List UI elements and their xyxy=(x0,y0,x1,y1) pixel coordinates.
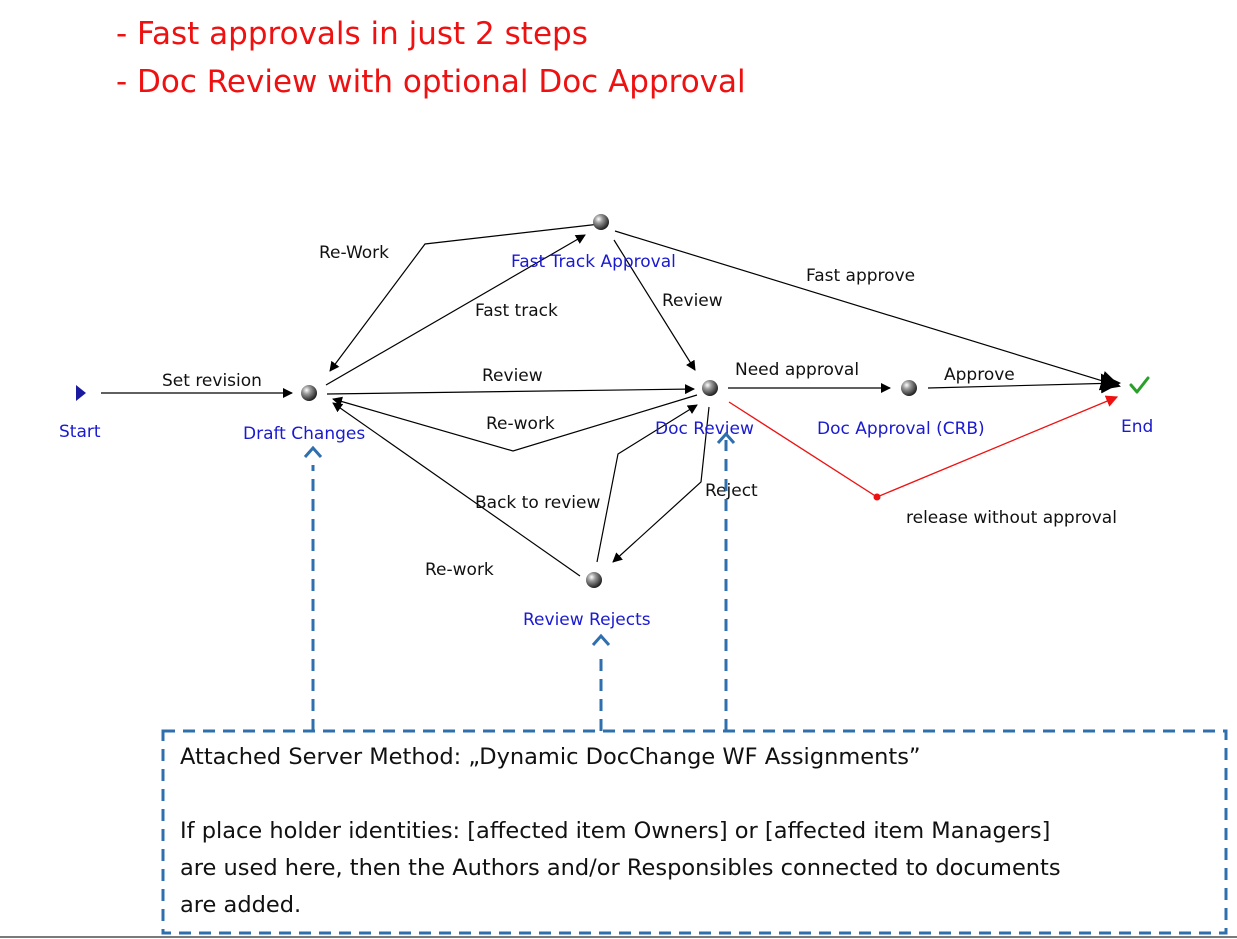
node-label-doc-approval: Doc Approval (CRB) xyxy=(817,419,985,439)
callout-box xyxy=(161,729,1228,935)
node-review-rejects xyxy=(586,572,602,588)
edge-label-release-without-approval: release without approval xyxy=(906,508,1117,528)
bottom-divider xyxy=(0,936,1237,938)
node-fast-track-approval xyxy=(593,214,609,230)
edge-label-fast-track: Fast track xyxy=(475,301,558,321)
edge-review-draft xyxy=(326,384,695,395)
edge-fast-approve xyxy=(614,230,1121,391)
callout-description: If place holder identities: [affected it… xyxy=(180,813,1210,924)
edge-label-rework-draft: Re-work xyxy=(486,414,555,434)
edge-approve xyxy=(927,373,1121,394)
edge-label-need-approval: Need approval xyxy=(735,360,859,380)
callout-description-line-2: are used here, then the Authors and/or R… xyxy=(180,855,1061,881)
edge-label-rework-rejects: Re-work xyxy=(425,560,494,580)
node-label-draft-changes: Draft Changes xyxy=(243,424,365,444)
node-label-doc-review: Doc Review xyxy=(655,419,754,439)
node-label-end: End xyxy=(1121,417,1153,437)
end-checkmark-icon xyxy=(1129,376,1150,394)
edge-label-rework-fast: Re-Work xyxy=(319,243,389,263)
start-triangle-icon xyxy=(76,385,86,401)
edge-rework-rejects xyxy=(332,402,581,577)
callout-arrow-draft-icon xyxy=(303,445,323,458)
callout-description-line-3: are added. xyxy=(180,892,302,918)
edge-reject xyxy=(612,406,710,563)
edge-label-review-draft: Review xyxy=(482,366,543,386)
edge-rework-fast xyxy=(329,223,601,372)
node-label-start: Start xyxy=(59,422,101,442)
node-draft-changes xyxy=(301,385,317,401)
edge-fast-track xyxy=(325,234,586,386)
callout-method-line: Attached Server Method: „Dynamic DocChan… xyxy=(180,744,921,770)
edge-rework-draft xyxy=(332,394,698,452)
callout-arrow-rejects-icon xyxy=(591,633,611,646)
edge-back-to-review xyxy=(596,404,698,563)
node-label-review-rejects: Review Rejects xyxy=(523,610,651,630)
edge-label-reject: Reject xyxy=(705,481,758,501)
edge-label-approve: Approve xyxy=(944,365,1015,385)
callout-description-line-1: If place holder identities: [affected it… xyxy=(180,818,1051,844)
node-label-fast-track-approval: Fast Track Approval xyxy=(511,252,676,272)
edge-release-without-approval xyxy=(728,395,1119,498)
edge-review-fast xyxy=(613,239,696,371)
edge-label-back-to-review: Back to review xyxy=(475,493,600,513)
node-doc-approval xyxy=(901,380,917,396)
release-waypoint xyxy=(873,493,881,501)
heading-line-1: - Fast approvals in just 2 steps xyxy=(116,16,588,52)
edge-label-fast-approve: Fast approve xyxy=(806,266,915,286)
edge-label-review-fast: Review xyxy=(662,291,723,311)
callout-arrow-review-icon xyxy=(716,431,736,444)
heading-line-2: - Doc Review with optional Doc Approval xyxy=(116,64,746,100)
edge-label-set-revision: Set revision xyxy=(162,371,262,391)
node-doc-review xyxy=(702,380,718,396)
